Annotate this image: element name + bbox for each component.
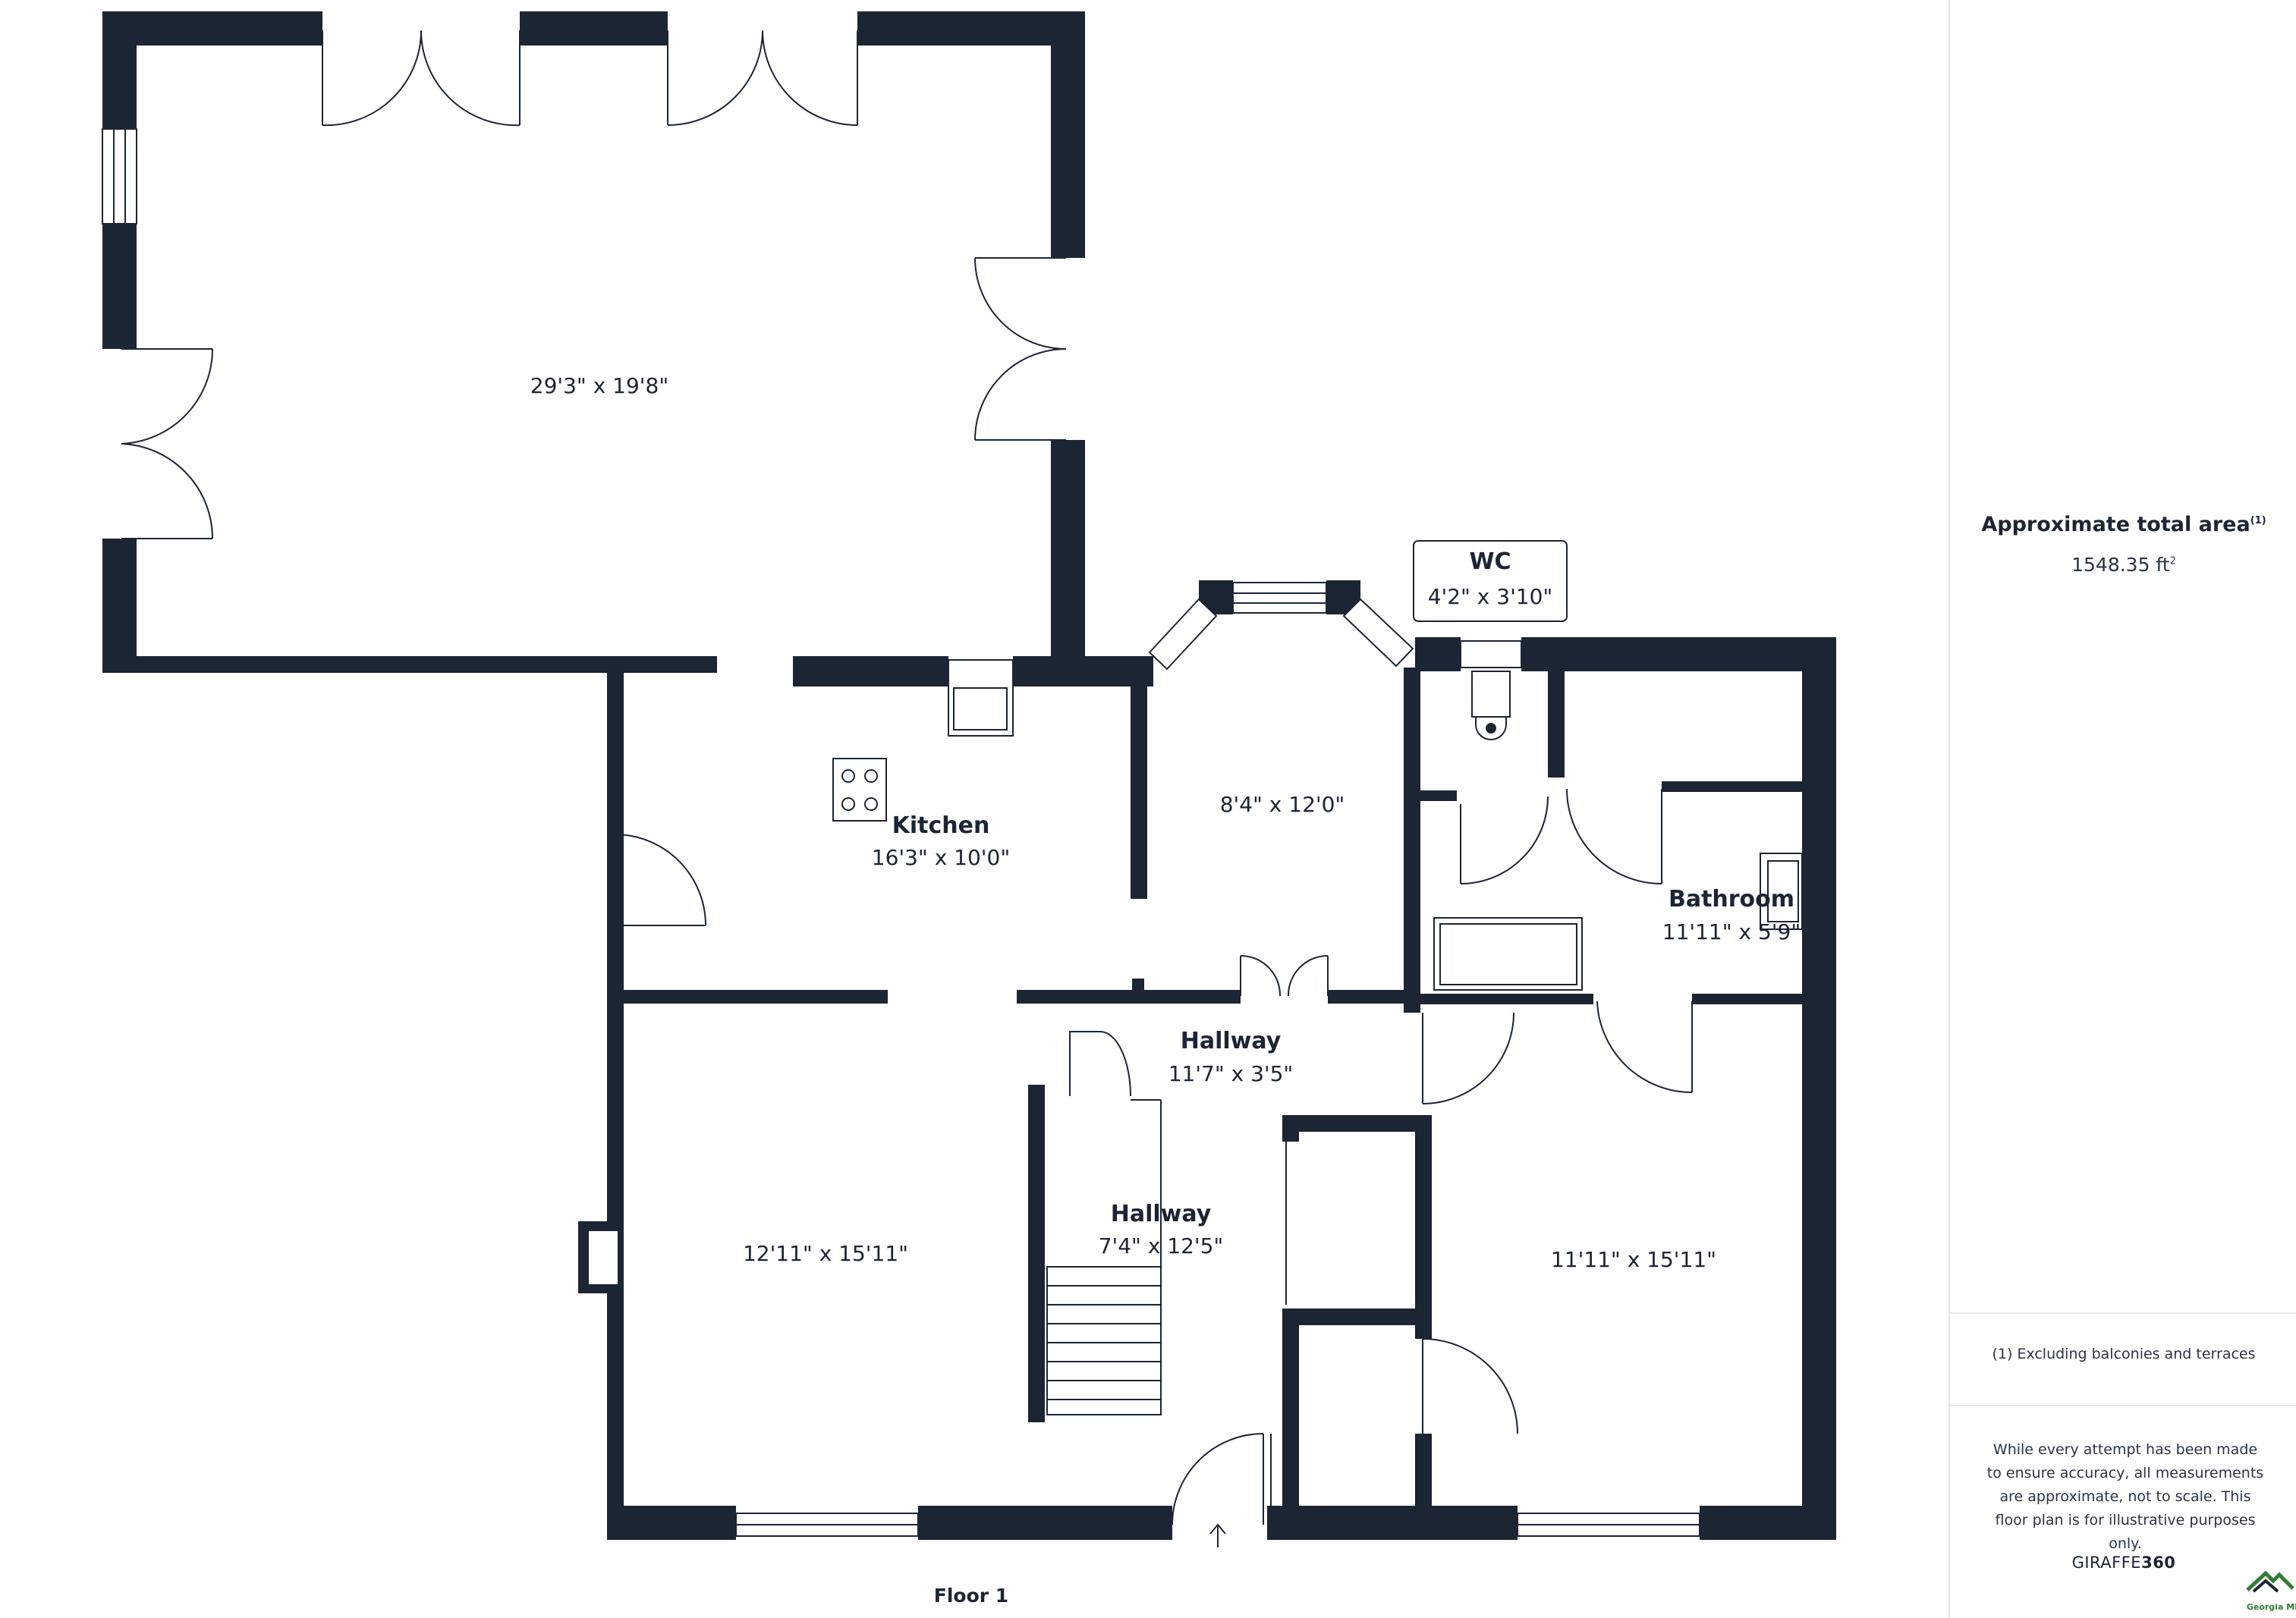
bathroom-name: Bathroom [1669,886,1794,913]
info-sidebar: Approximate total area(1) 1548.35 ft2 (1… [1948,0,2296,1618]
wall [1802,637,1836,1540]
window [1342,598,1414,668]
hallway-lower-name: Hallway [1111,1201,1212,1227]
wall [793,656,948,686]
wall [1017,990,1241,1004]
toilet [1471,671,1511,740]
wall [607,1506,736,1540]
wc-dims: 4'2" x 3'10" [1428,584,1553,609]
window [1148,598,1218,671]
breakfast-dims: 8'4" x 12'0" [1220,792,1345,817]
floor-label: Floor 1 [934,1585,1008,1607]
wall [1051,11,1085,258]
staircase [1046,1099,1162,1415]
wall [102,224,137,349]
kitchen-name: Kitchen [892,812,990,839]
wall [1419,790,1457,801]
wall [1662,781,1802,792]
floor-plan: 29'3" x 19'8" Kitchen 16'3" x 10'0" 8'4"… [102,11,1836,1607]
wall [102,656,717,673]
window [1232,582,1327,614]
wall [1282,1309,1299,1540]
wall [1328,990,1419,1004]
footnote: (1) Excluding balconies and terraces [1992,1346,2256,1362]
great-room-dims: 29'3" x 19'8" [530,373,668,398]
wall [1548,668,1565,778]
sink [948,659,1014,737]
wall [1282,1115,1299,1142]
wall [1282,1115,1423,1132]
area-value: 1548.35 ft2 [2071,554,2176,576]
windows [102,128,1700,1537]
hallway-lower-dims: 7'4" x 12'5" [1099,1233,1224,1258]
wall [1267,1506,1518,1540]
wall [1692,994,1802,1004]
walls [102,11,1836,1540]
kitchen-dims: 16'3" x 10'0" [872,845,1010,870]
wall [1700,1506,1836,1540]
hallway-upper-name: Hallway [1181,1028,1282,1054]
wall [1131,675,1147,899]
bathtub [1433,917,1583,991]
wall [1521,637,1836,671]
divider [1950,1405,2296,1406]
house-logo-icon: Georgia ML [2246,1570,2296,1612]
logo-text: Georgia ML [2247,1602,2296,1612]
disclaimer: While every attempt has been made to ens… [1986,1441,2264,1552]
hob [832,758,887,822]
area-title: Approximate total area(1) [1981,513,2266,536]
wall [102,539,137,671]
wall [1282,1309,1415,1325]
wall [1028,1085,1045,1422]
vanity [1760,853,1803,930]
living-dims: 12'11" x 15'11" [743,1241,908,1266]
wall [1051,440,1085,660]
hallway-upper-dims: 11'7" x 3'5" [1168,1061,1294,1086]
divider [1950,1312,2296,1314]
wc-label-box: WC 4'2" x 3'10" [1413,540,1568,622]
wc-name: WC [1469,548,1511,575]
brand-wordmark: GIRAFFE360 [2071,1554,2176,1572]
wall [918,1506,1172,1540]
window [102,128,137,225]
bedroom-dims: 11'11" x 15'11" [1551,1247,1716,1272]
wall [102,11,137,129]
room-labels: 29'3" x 19'8" Kitchen 16'3" x 10'0" 8'4"… [530,373,1801,1607]
window [1460,640,1522,668]
wall [1415,637,1461,671]
wall [622,990,888,1004]
wall [1415,1115,1432,1339]
wall [520,11,668,46]
entry-arrow [1209,1523,1226,1547]
wall [102,11,322,46]
fireplace-insert [587,1230,619,1286]
wall [1013,656,1153,686]
wall [1404,668,1420,1013]
wall [1419,994,1593,1004]
fixtures [587,659,1803,1547]
bathroom-dims: 11'11" x 5'9" [1662,919,1801,944]
wall [857,11,1085,46]
wall [1132,979,1144,992]
doors [121,30,1693,1525]
